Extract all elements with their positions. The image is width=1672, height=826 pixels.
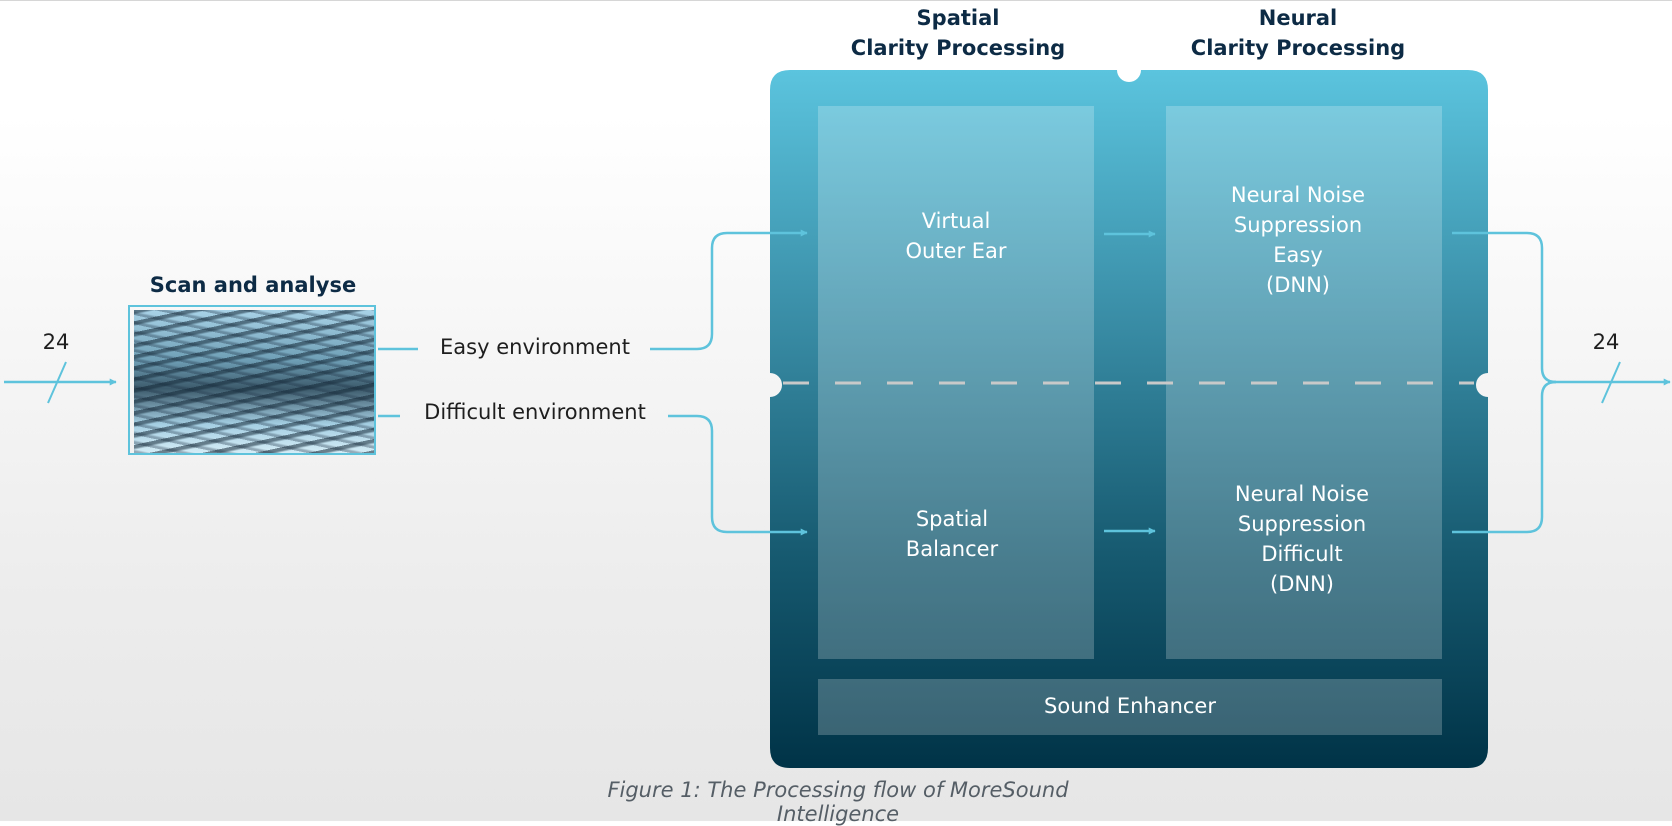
nns-difficult-line-2: Suppression (1237, 512, 1367, 536)
nns-easy-line-1: Neural Noise (1230, 183, 1366, 207)
virtual-outer-ear-label: Virtual Outer Ear (818, 206, 1094, 266)
spatial-clarity-header: Spatial Clarity Processing (848, 3, 1068, 63)
top-rule (0, 0, 1672, 1)
neural-clarity-header: Neural Clarity Processing (1188, 3, 1408, 63)
neural-header-line-2: Clarity Processing (1190, 36, 1406, 60)
input-channel-count: 24 (42, 330, 70, 354)
difficult-route-arrow (668, 414, 808, 536)
nns-difficult-label: Neural Noise Suppression Difficult (DNN) (1164, 479, 1440, 599)
nns-easy-label: Neural Noise Suppression Easy (DNN) (1160, 180, 1436, 300)
difficult-output-line (1452, 380, 1557, 534)
nns-difficult-line-3: Difficult (1261, 542, 1343, 566)
input-channel-slash (47, 361, 67, 404)
sound-enhancer-label: Sound Enhancer (1044, 694, 1216, 718)
figure-caption: Figure 1: The Processing flow of MoreSou… (607, 778, 1069, 826)
spatial-balancer-line-2: Balancer (905, 537, 999, 561)
nns-easy-line-2: Suppression (1233, 213, 1363, 237)
difficult-environment-label: Difficult environment (424, 400, 646, 424)
spatial-balancer-line-1: Spatial (915, 507, 989, 531)
spatial-balancer-label: Spatial Balancer (814, 504, 1090, 564)
easy-route-arrow (650, 229, 808, 351)
easy-output-line (1452, 231, 1557, 384)
spatial-header-line-1: Spatial (916, 6, 1000, 30)
processing-box (770, 70, 1488, 768)
virtual-outer-ear-line-2: Outer Ear (905, 239, 1007, 263)
scan-frame (128, 305, 376, 455)
output-channel-slash (1601, 361, 1621, 404)
nns-difficult-line-4: (DNN) (1270, 572, 1334, 596)
virtual-outer-ear-line-1: Virtual (921, 209, 991, 233)
neural-header-line-1: Neural (1258, 6, 1338, 30)
spatial-header-line-2: Clarity Processing (850, 36, 1066, 60)
sound-enhancer-panel (818, 679, 1442, 735)
nns-difficult-line-1: Neural Noise (1234, 482, 1370, 506)
output-channel-count: 24 (1592, 330, 1620, 354)
scan-title: Scan and analyse (149, 273, 357, 297)
nns-easy-line-4: (DNN) (1266, 273, 1330, 297)
spectrogram-image (134, 310, 374, 453)
easy-environment-label: Easy environment (440, 335, 630, 359)
nns-easy-line-3: Easy (1273, 243, 1323, 267)
